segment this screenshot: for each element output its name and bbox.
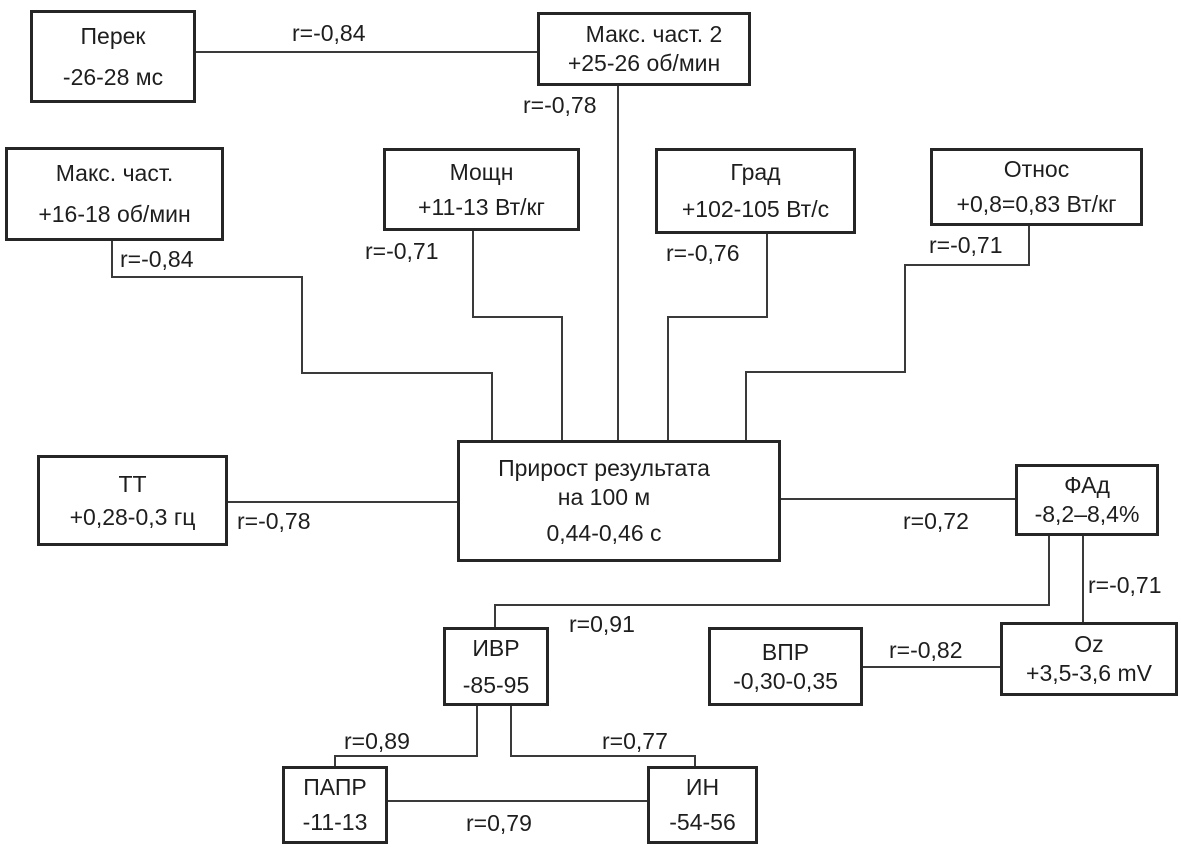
node-title: ТТ xyxy=(118,470,147,497)
node-title: ИВР xyxy=(472,634,520,661)
node-value: -54-56 xyxy=(669,809,736,835)
node-center-result: Прирост результата на 100 м 0,44-0,46 с xyxy=(457,440,781,562)
corr-perek-maks2: r=-0,84 xyxy=(292,20,366,46)
node-moshch: Мощн +11-13 Вт/кг xyxy=(383,148,580,231)
corr-fad-ivr: r=0,91 xyxy=(569,611,635,637)
link-moshch-center xyxy=(472,230,563,440)
node-value: -8,2–8,4% xyxy=(1034,501,1140,527)
center-line1: Прирост результата xyxy=(498,454,710,481)
node-value: -0,30-0,35 xyxy=(733,667,838,694)
node-value: +16-18 об/мин xyxy=(38,201,191,227)
node-title: Макс. част. xyxy=(55,160,174,187)
corr-maks2-center: r=-0,78 xyxy=(523,92,597,118)
node-otnos: Относ +0,8=0,83 Вт/кг xyxy=(930,148,1143,226)
node-value: +0,28-0,3 гц xyxy=(69,503,196,530)
corr-maks-center: r=-0,84 xyxy=(120,246,194,272)
node-value: +11-13 Вт/кг xyxy=(418,193,545,220)
node-value: +3,5-3,6 mV xyxy=(1026,660,1152,686)
center-line2: на 100 м xyxy=(557,483,651,510)
node-title: Oz xyxy=(1074,631,1104,658)
node-value: -11-13 xyxy=(302,809,368,835)
link-ivr-papr xyxy=(334,705,478,766)
corr-vpr-oz: r=-0,82 xyxy=(889,637,963,663)
node-title: ФАд xyxy=(1064,472,1110,499)
node-papr: ПАПР -11-13 xyxy=(282,766,388,844)
center-line3: 0,44-0,46 с xyxy=(546,520,662,547)
node-value: +0,8=0,83 Вт/кг xyxy=(956,191,1117,217)
corr-fad-oz: r=-0,71 xyxy=(1088,572,1162,598)
node-title: Мощн xyxy=(449,158,514,185)
node-perek: Перек -26-28 мс xyxy=(30,10,196,103)
node-value: -85-95 xyxy=(462,671,530,698)
link-fad-ivr xyxy=(494,535,1050,627)
corr-tt-center: r=-0,78 xyxy=(237,508,311,534)
node-ivr: ИВР -85-95 xyxy=(443,627,549,706)
corr-ivr-in: r=0,77 xyxy=(602,728,668,754)
node-vpr: ВПР -0,30-0,35 xyxy=(708,627,863,706)
corr-ivr-papr: r=0,89 xyxy=(344,728,410,754)
node-grad: Град +102-105 Вт/с xyxy=(655,148,856,234)
corr-center-fad: r=0,72 xyxy=(903,508,969,534)
node-maks-chast: Макс. част. +16-18 об/мин xyxy=(5,147,224,241)
link-maks-center xyxy=(111,240,493,440)
node-oz: Oz +3,5-3,6 mV xyxy=(1000,622,1178,696)
link-ivr-in xyxy=(510,705,696,766)
node-title: Перек xyxy=(80,22,146,49)
node-title: ПАПР xyxy=(303,774,367,801)
corr-grad-center: r=-0,76 xyxy=(666,240,740,266)
node-tt: ТТ +0,28-0,3 гц xyxy=(37,455,228,546)
node-title: ВПР xyxy=(761,638,810,665)
node-value: +25-26 об/мин xyxy=(567,50,721,76)
corr-moshch-center: r=-0,71 xyxy=(365,238,439,264)
node-value: +102-105 Вт/с xyxy=(681,196,830,222)
corr-papr-in: r=0,79 xyxy=(466,810,532,836)
node-in: ИН -54-56 xyxy=(647,766,758,844)
node-fad: ФАд -8,2–8,4% xyxy=(1015,464,1159,536)
node-maks-chast-2: Макс. част. 2 +25-26 об/мин xyxy=(537,12,751,86)
node-title: Град xyxy=(730,159,781,186)
node-title: ИН xyxy=(685,774,720,801)
link-grad-center xyxy=(667,233,768,440)
corr-otnos-center: r=-0,71 xyxy=(929,232,1003,258)
link-otnos-center xyxy=(745,225,1030,440)
node-title: Относ xyxy=(1003,156,1070,183)
node-value: -26-28 мс xyxy=(62,63,164,90)
node-title: Макс. част. 2 xyxy=(585,21,723,48)
